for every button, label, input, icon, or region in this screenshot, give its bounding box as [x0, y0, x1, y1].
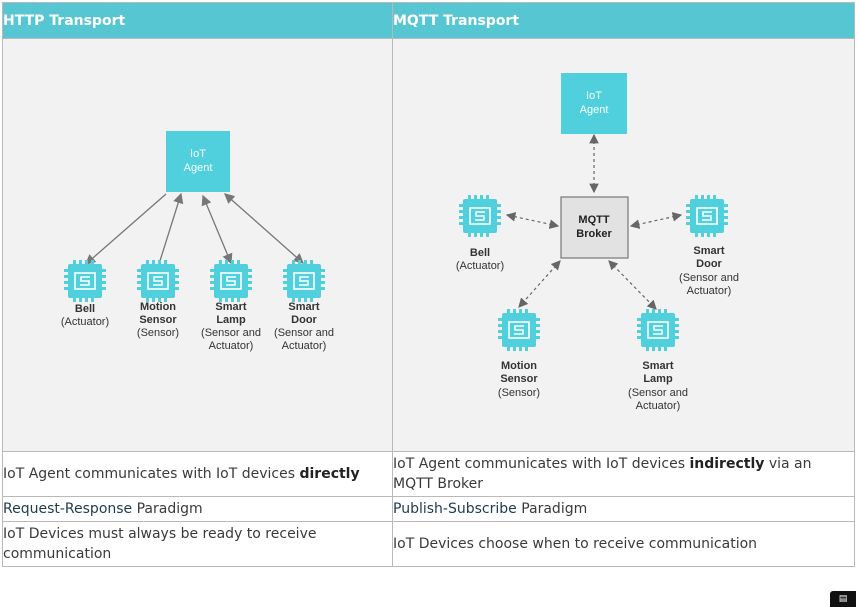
arrow-agent-door — [224, 193, 304, 264]
motion-label-2: Sensor — [139, 314, 177, 326]
http-paradigm-name: Request-Response — [3, 501, 133, 517]
http-communication-text: IoT Agent communicates with IoT devices — [3, 466, 300, 482]
lamp-type-1: (Sensor and — [201, 327, 261, 339]
smart-lamp-chip-icon — [636, 308, 680, 352]
http-paradigm-cell: Request-Response Paradigm — [2, 496, 393, 522]
agent-label-1: IoT — [586, 90, 602, 102]
bell-label: Bell — [75, 303, 95, 315]
door-label-1: Smart — [288, 301, 320, 313]
motion-type: (Sensor) — [498, 387, 540, 399]
smart-door-chip-icon — [685, 194, 729, 238]
broker-label-1: MQTT — [578, 214, 609, 226]
arrow-broker-sensor — [518, 260, 561, 308]
lamp-label-2: Lamp — [643, 373, 673, 385]
corner-widget-icon[interactable]: ▤ — [830, 591, 856, 607]
bell-label: Bell — [470, 247, 490, 259]
http-readiness-cell: IoT Devices must always be ready to rece… — [2, 521, 393, 567]
door-label-2: Door — [696, 258, 722, 270]
mqtt-paradigm-name: Publish-Subscribe — [393, 501, 517, 517]
door-type-2: Actuator) — [687, 285, 732, 297]
http-diagram-cell: IoT Agent Bell (Actuator) Motion Sensor … — [2, 38, 393, 452]
motion-label-1: Motion — [501, 360, 537, 372]
mqtt-communication-cell: IoT Agent communicates with IoT devices … — [392, 451, 855, 497]
agent-label-2: Agent — [580, 104, 609, 116]
motion-sensor-chip-icon — [497, 308, 541, 352]
header-http: HTTP Transport — [2, 2, 393, 39]
door-type-2: Actuator) — [282, 340, 327, 352]
header-mqtt: MQTT Transport — [392, 2, 855, 39]
mqtt-communication-text: IoT Agent communicates with IoT devices — [393, 456, 690, 472]
comparison-table: HTTP Transport MQTT Transport — [2, 2, 855, 567]
lamp-type-1: (Sensor and — [628, 387, 688, 399]
arrow-broker-bell — [505, 212, 560, 229]
mqtt-communication-suffix: via an MQTT Broker — [393, 456, 812, 492]
lamp-label-1: Smart — [642, 360, 674, 372]
motion-label-1: Motion — [140, 301, 176, 313]
http-communication-emphasis: directly — [299, 466, 360, 482]
http-paradigm-suffix: Paradigm — [132, 501, 203, 517]
arrow-agent-lamp — [201, 194, 233, 265]
door-label-1: Smart — [693, 245, 725, 257]
mqtt-readiness-cell: IoT Devices choose when to receive commu… — [392, 521, 855, 567]
motion-type: (Sensor) — [137, 327, 179, 339]
arrow-broker-door — [629, 212, 683, 229]
broker-label-2: Broker — [576, 228, 612, 240]
smart-door-chip-icon — [282, 259, 326, 303]
motion-sensor-chip-icon — [136, 259, 180, 303]
bell-type: (Actuator) — [61, 316, 109, 328]
mqtt-communication-emphasis: indirectly — [689, 456, 765, 472]
bell-type: (Actuator) — [456, 260, 504, 272]
iot-agent-box — [561, 73, 627, 134]
agent-label-2: Agent — [184, 162, 213, 174]
mqtt-diagram: IoT Agent MQTT Broker Bell (Actuator) Sm… — [456, 73, 739, 412]
lamp-type-2: Actuator) — [209, 340, 254, 352]
bell-chip-icon — [458, 194, 502, 238]
iot-agent-box — [166, 131, 230, 192]
lamp-label-2: Lamp — [216, 314, 246, 326]
door-label-2: Door — [291, 314, 317, 326]
mqtt-paradigm-suffix: Paradigm — [516, 501, 588, 517]
door-type-1: (Sensor and — [679, 272, 739, 284]
bell-chip-icon — [63, 259, 107, 303]
lamp-label-1: Smart — [215, 301, 247, 313]
agent-label-1: IoT — [190, 148, 206, 160]
mqtt-broker-box — [560, 196, 629, 259]
mqtt-paradigm-cell: Publish-Subscribe Paradigm — [392, 496, 855, 522]
arrow-sensor-agent — [158, 192, 184, 265]
door-type-1: (Sensor and — [274, 327, 334, 339]
arrow-broker-lamp — [608, 260, 657, 310]
http-communication-cell: IoT Agent communicates with IoT devices … — [2, 451, 393, 497]
arrow-agent-bell — [85, 193, 167, 265]
http-diagram: IoT Agent Bell (Actuator) Motion Sensor … — [61, 131, 334, 352]
smart-lamp-chip-icon — [209, 259, 253, 303]
lamp-type-2: Actuator) — [636, 400, 681, 412]
mqtt-diagram-cell: IoT Agent MQTT Broker Bell (Actuator) Sm… — [392, 38, 855, 452]
motion-label-2: Sensor — [500, 373, 538, 385]
